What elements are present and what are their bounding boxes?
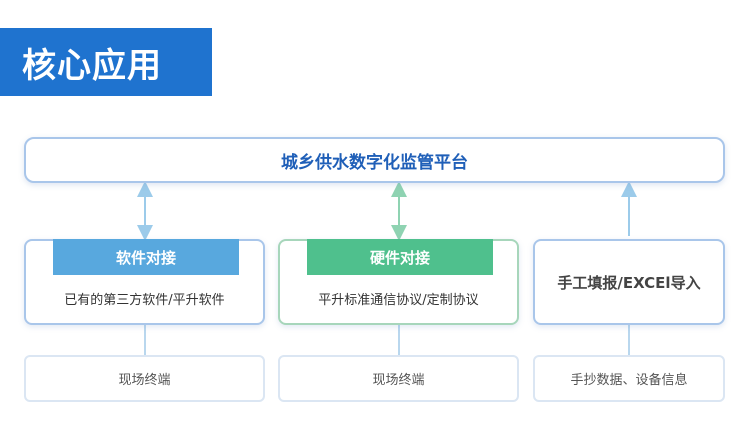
platform-box: 城乡供水数字化监管平台 (24, 137, 725, 183)
manual-entry-label: 手工填报/EXCEl导入 (557, 273, 701, 292)
hardware-integration-tag: 硬件对接 (307, 239, 493, 275)
manual-entry-card: 手工填报/EXCEl导入 (533, 239, 725, 325)
software-integration-card: 软件对接 已有的第三方软件/平升软件 (24, 239, 265, 325)
hardware-integration-tag-label: 硬件对接 (369, 248, 430, 267)
terminal-box-hardware: 现场终端 (278, 355, 519, 402)
hardware-integration-card: 硬件对接 平升标准通信协议/定制协议 (278, 239, 519, 325)
platform-label: 城乡供水数字化监管平台 (281, 152, 468, 173)
terminal-label: 现场终端 (372, 373, 425, 388)
software-integration-tag-label: 软件对接 (115, 248, 176, 267)
software-integration-tag: 软件对接 (53, 239, 239, 275)
section-title-banner: 核心应用 (0, 28, 212, 96)
hardware-integration-desc: 平升标准通信协议/定制协议 (318, 293, 479, 308)
terminal-label: 现场终端 (118, 373, 171, 388)
terminal-box-manual: 手抄数据、设备信息 (533, 355, 725, 402)
terminal-label: 手抄数据、设备信息 (570, 373, 688, 388)
section-title: 核心应用 (22, 45, 162, 86)
terminal-box-software: 现场终端 (24, 355, 265, 402)
software-integration-desc: 已有的第三方软件/平升软件 (64, 293, 225, 308)
